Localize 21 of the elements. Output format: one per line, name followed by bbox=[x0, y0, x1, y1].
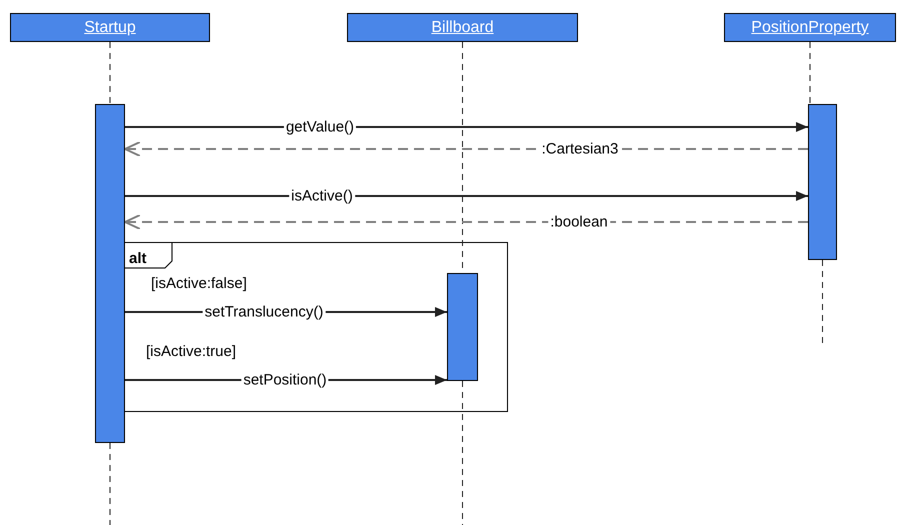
message-arrow bbox=[125, 191, 808, 201]
fragment-operator: alt bbox=[129, 250, 147, 267]
alt-frame bbox=[124, 242, 508, 412]
lifeline-name: Startup bbox=[84, 18, 136, 36]
lifeline-name: Billboard bbox=[431, 18, 494, 36]
guard-condition: [isActive:false] bbox=[151, 275, 247, 292]
lifeline-name: PositionProperty bbox=[751, 18, 869, 36]
lifeline bbox=[462, 380, 463, 525]
message-label: isActive() bbox=[289, 188, 355, 204]
message-arrow bbox=[125, 122, 808, 132]
lifeline-header bbox=[724, 13, 896, 42]
guard-condition: [isActive:true] bbox=[146, 343, 236, 360]
message-label: setPosition() bbox=[241, 372, 329, 388]
return-message-arrow bbox=[124, 214, 808, 230]
activation-bar bbox=[808, 104, 837, 260]
message-label: getValue() bbox=[284, 118, 356, 136]
lifeline-header bbox=[347, 13, 578, 42]
activation-bar bbox=[447, 273, 478, 381]
activation-bar bbox=[95, 104, 125, 443]
lifeline-header bbox=[10, 13, 210, 42]
message-label: setTranslucency() bbox=[202, 304, 326, 320]
